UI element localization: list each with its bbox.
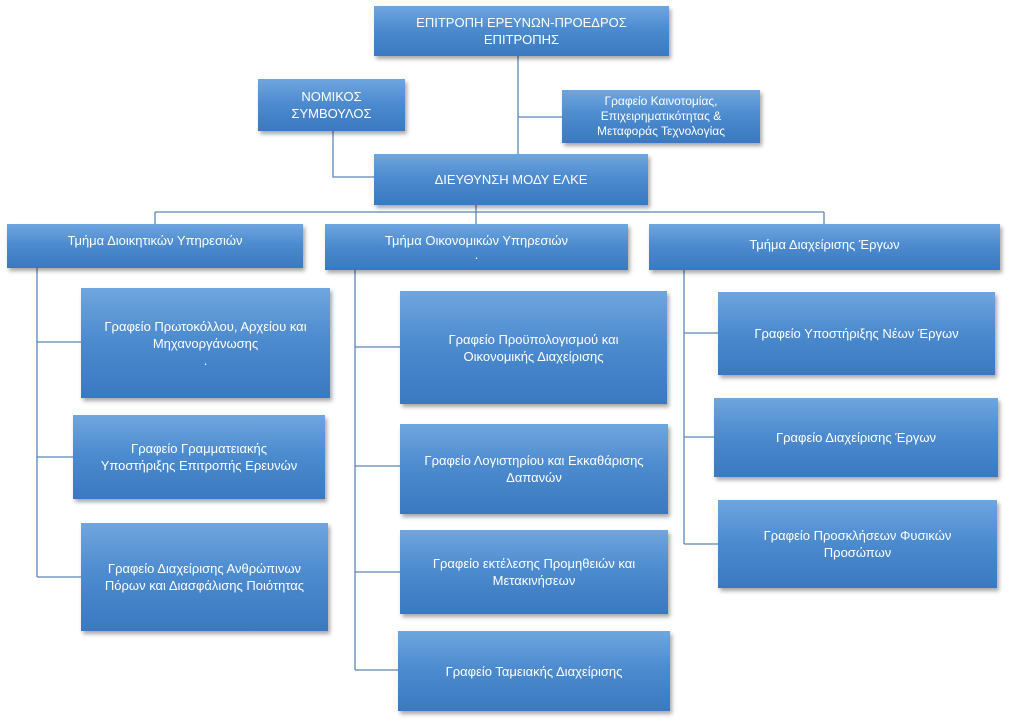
dept-finance-box: Τμήμα Οικονομικών Υπηρεσιών .: [325, 224, 628, 270]
legal-advisor-box: ΝΟΜΙΚΟΣ ΣΥΜΒΟΥΛΟΣ: [258, 79, 405, 131]
dept-projects-box: Τμήμα Διαχείρισης Έργων: [649, 224, 1000, 270]
office-new-projects-box: Γραφείο Υποστήριξης Νέων Έργων: [718, 292, 995, 375]
office-protocol-line2: Μηχανοργάνωσης: [152, 335, 259, 351]
research-committee-line2: ΕΠΙΤΡΟΠΗΣ: [483, 32, 560, 47]
office-treasury-line1: Γραφείο Ταμειακής Διαχείρισης: [445, 663, 623, 679]
office-protocol-line3: .: [203, 352, 208, 368]
research-committee-line1: ΕΠΙΤΡΟΠΗ ΕΡΕΥΝΩΝ-ΠΡΟΕΔΡΟΣ: [416, 15, 627, 30]
office-secretarial-line1: Γραφείο Γραμματειακής: [131, 441, 267, 456]
office-budget-line2: Οικονομικής Διαχείρισης: [463, 348, 604, 364]
connector-legal: [332, 131, 374, 178]
dept-finance-label: Τμήμα Οικονομικών Υπηρεσιών: [385, 233, 568, 248]
innovation-office-line2: Επιχειρηματικότητας &: [600, 109, 722, 123]
office-project-management-box: Γραφείο Διαχείρισης Έργων: [714, 398, 998, 477]
innovation-office-line3: Μεταφοράς Τεχνολογίας: [597, 124, 725, 138]
office-accounting-box: Γραφείο Λογιστηρίου και Εκκαθάρισης Δαπα…: [400, 424, 668, 514]
office-budget-box: Γραφείο Προϋπολογισμού και Οικονομικής Δ…: [400, 291, 667, 404]
office-procurement-box: Γραφείο εκτέλεσης Προμηθειών και Μετακιν…: [400, 530, 668, 614]
dept-admin-label: Τμήμα Διοικητικών Υπηρεσιών: [67, 233, 243, 248]
dept-admin-box: Τμήμα Διοικητικών Υπηρεσιών: [7, 224, 303, 268]
office-calls-line1: Γραφείο Προσκλήσεων Φυσικών: [763, 528, 952, 543]
office-treasury-box: Γραφείο Ταμειακής Διαχείρισης: [398, 631, 670, 711]
office-procurement-line2: Μετακινήσεων: [492, 573, 576, 588]
office-project-management-line1: Γραφείο Διαχείρισης Έργων: [775, 430, 937, 445]
office-hr-box: Γραφείο Διαχείρισης Ανθρώπινων Πόρων και…: [81, 523, 328, 631]
legal-advisor-line2: ΣΥΜΒΟΥΛΟΣ: [291, 106, 372, 121]
office-hr-line1: Γραφείο Διαχείρισης Ανθρώπινων: [107, 561, 302, 576]
office-new-projects-line1: Γραφείο Υποστήριξης Νέων Έργων: [754, 326, 959, 341]
legal-advisor-line1: ΝΟΜΙΚΟΣ: [301, 89, 362, 104]
office-accounting-line1: Γραφείο Λογιστηρίου και Εκκαθάρισης: [424, 453, 644, 468]
office-calls-line2: Προσώπων: [823, 545, 892, 560]
directorate-label: ΔΙΕΥΘΥΝΣΗ ΜΟΔΥ ΕΛΚΕ: [434, 172, 588, 187]
office-secretarial-box: Γραφείο Γραμματειακής Υποστήριξης Επιτρο…: [73, 415, 325, 499]
office-accounting-line2: Δαπανών: [506, 470, 562, 485]
dept-projects-label: Τμήμα Διαχείρισης Έργων: [749, 237, 900, 252]
office-procurement-line1: Γραφείο εκτέλεσης Προμηθειών και: [432, 556, 636, 571]
research-committee-box: ΕΠΙΤΡΟΠΗ ΕΡΕΥΝΩΝ-ΠΡΟΕΔΡΟΣ ΕΠΙΤΡΟΠΗΣ: [374, 6, 669, 56]
directorate-box: ΔΙΕΥΘΥΝΣΗ ΜΟΔΥ ΕΛΚΕ: [374, 154, 648, 205]
office-secretarial-line2: Υποστήριξης Επιτροπής Ερευνών: [100, 458, 298, 473]
office-hr-line2: Πόρων και Διασφάλισης Ποιότητας: [104, 578, 305, 593]
innovation-office-line1: Γραφείο Καινοτομίας,: [604, 94, 718, 108]
office-protocol-line1: Γραφείο Πρωτοκόλλου, Αρχείου και: [104, 318, 307, 334]
dept-finance-mark: .: [474, 247, 479, 262]
office-calls-box: Γραφείο Προσκλήσεων Φυσικών Προσώπων: [718, 500, 997, 588]
innovation-office-box: Γραφείο Καινοτομίας, Επιχειρηματικότητας…: [562, 90, 760, 143]
office-budget-line1: Γραφείο Προϋπολογισμού και: [448, 331, 619, 347]
office-protocol-box: Γραφείο Πρωτοκόλλου, Αρχείου και Μηχανορ…: [81, 288, 330, 398]
